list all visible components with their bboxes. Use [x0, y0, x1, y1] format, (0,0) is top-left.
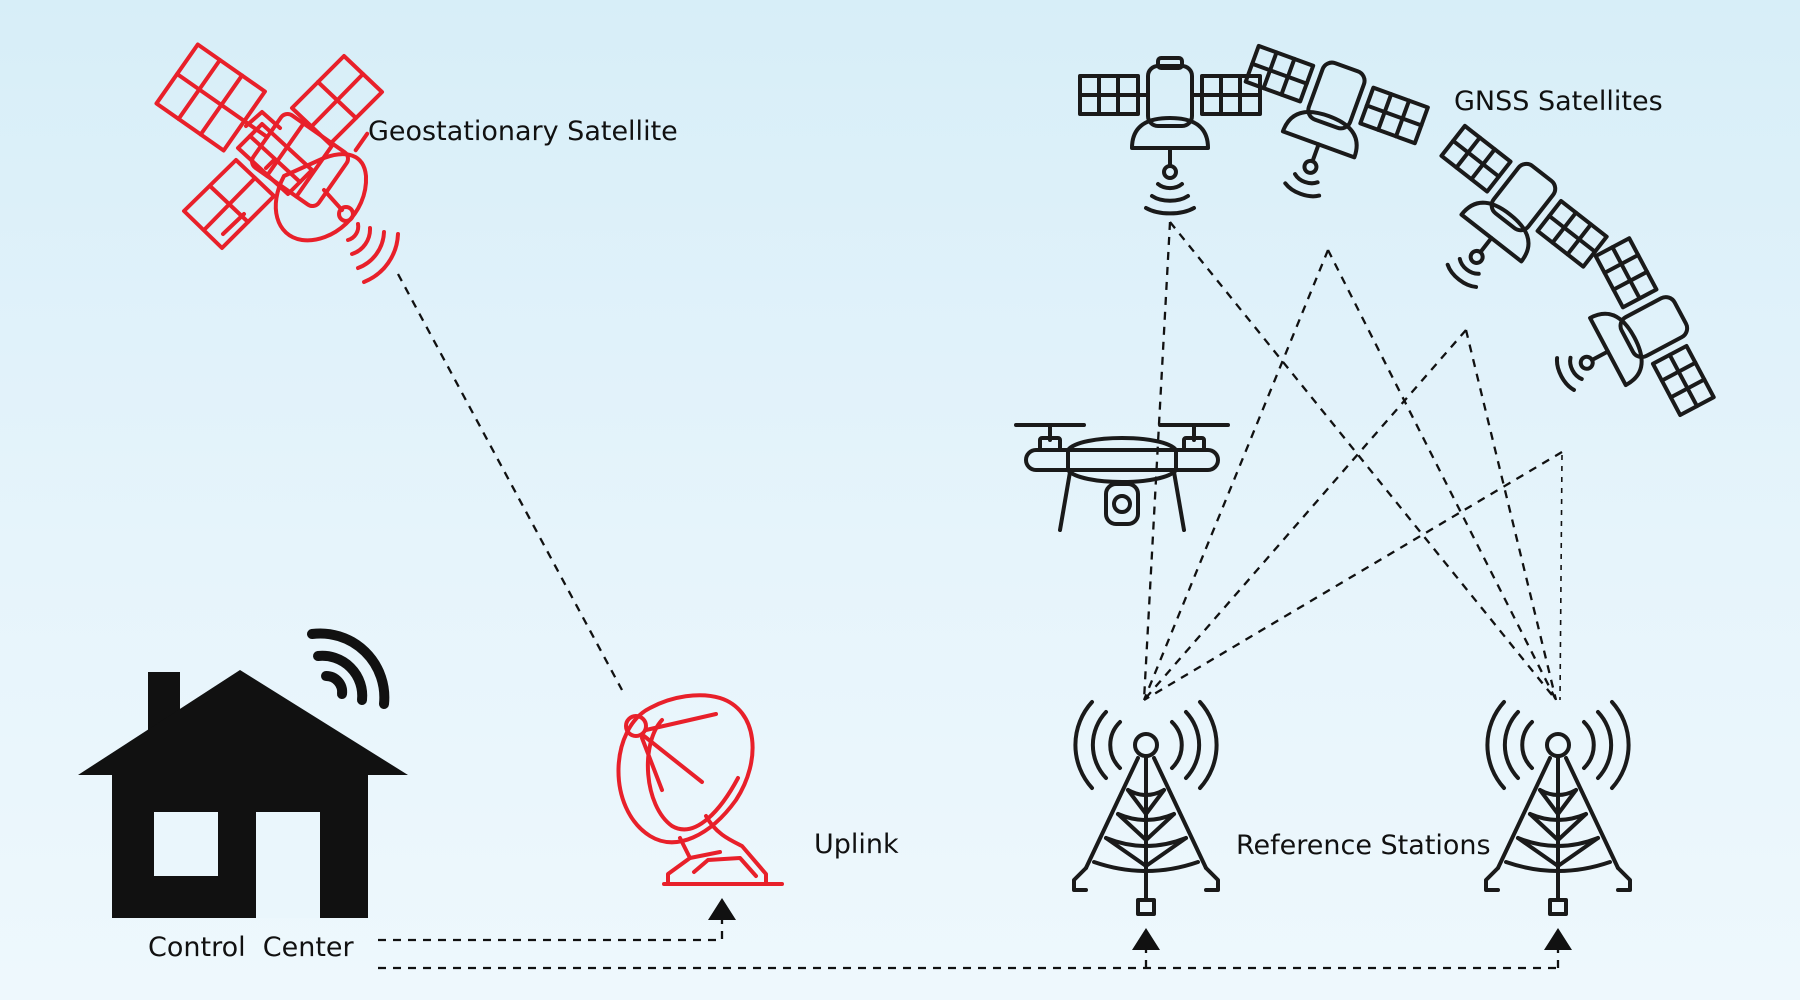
link-sat2-to-station2: [1326, 249, 1558, 701]
gnss-satellite-icon: [1439, 123, 1609, 289]
gnss-satellites-label: GNSS Satellites: [1454, 86, 1663, 117]
geostationary-satellite-label: Geostationary Satellite: [368, 116, 678, 147]
radio-tower-icon: [1072, 700, 1220, 916]
link-sat3-to-station2: [1464, 329, 1558, 701]
link-sat4-to-station1: [1143, 451, 1563, 701]
link-sat1-to-station2: [1169, 221, 1557, 701]
link-sat4-to-station2: [1559, 454, 1563, 701]
satellite-dish-icon: [616, 693, 784, 886]
link-geo-to-uplink: [396, 273, 624, 691]
gnss-satellite-icon: [1078, 56, 1262, 216]
drone-icon: [1014, 423, 1230, 532]
radio-tower-icon: [1484, 700, 1632, 916]
arrow-up-icon: [708, 898, 736, 920]
link-sat3-to-station1: [1143, 329, 1467, 701]
link-sat1-to-station1: [1142, 221, 1172, 701]
wifi-signal-icon: [307, 628, 390, 709]
gnss-satellite-icon: [1243, 43, 1430, 199]
gnss-satellite-icon: [1555, 236, 1716, 418]
link-control-to-uplink: [378, 920, 724, 942]
uplink-label: Uplink: [814, 829, 899, 860]
house-icon: [78, 670, 408, 918]
link-sat2-to-station1: [1142, 249, 1330, 701]
control-center-label: Control Center: [148, 932, 355, 963]
signal-links: [378, 221, 1563, 970]
geostationary-satellite-body: [182, 54, 400, 284]
arrow-up-icon: [1544, 928, 1572, 950]
reference-stations-label: Reference Stations: [1236, 830, 1491, 861]
arrow-up-icon: [1132, 928, 1160, 950]
